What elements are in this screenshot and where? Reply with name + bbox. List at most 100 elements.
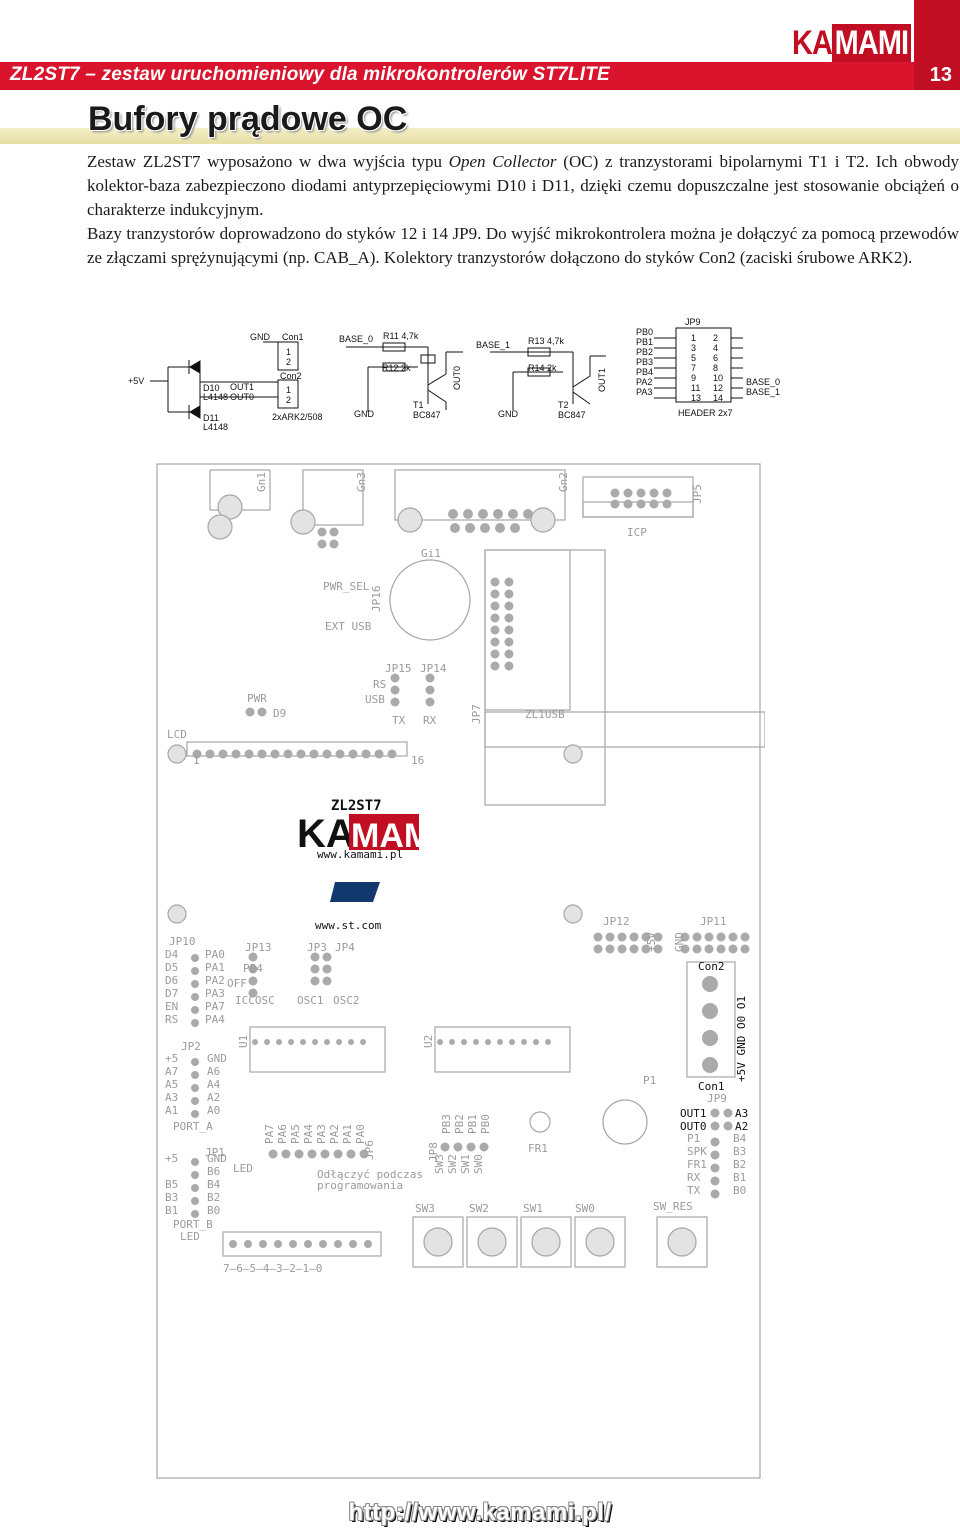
pcb-pin bbox=[274, 1240, 282, 1248]
pcb-jp10-label: D4 bbox=[165, 948, 179, 961]
sch-gnd-label: GND bbox=[250, 332, 271, 342]
pcb-tx: TX bbox=[392, 714, 406, 727]
sch-base1-label: BASE_1 bbox=[476, 340, 510, 350]
pcb-jp8-label: PB1 bbox=[466, 1114, 479, 1134]
pcb-jp8: JP8 bbox=[427, 1142, 440, 1162]
pcb-pin bbox=[533, 1039, 539, 1045]
pcb-pin bbox=[317, 539, 327, 549]
sch-out0-vert: OUT0 bbox=[452, 366, 462, 390]
pcb-pin bbox=[257, 707, 267, 717]
pcb-pin bbox=[740, 932, 750, 942]
pcb-jp8-sw-label: SW0 bbox=[472, 1154, 485, 1174]
pcb-pin bbox=[440, 1142, 450, 1152]
sch-supply-label: +5V bbox=[128, 376, 144, 386]
pcb-pin bbox=[390, 697, 400, 707]
pcb-pin bbox=[283, 749, 293, 759]
sch-out0-label: OUT0 bbox=[230, 392, 254, 402]
pcb-jp8-label: PB3 bbox=[440, 1114, 453, 1134]
section-title: Bufory prądowe OC bbox=[88, 100, 408, 138]
pcb-jp12: JP12 bbox=[603, 915, 630, 928]
pcb-logo-mami: MAMI bbox=[351, 817, 442, 855]
pcb-jp8-label: PB0 bbox=[479, 1114, 492, 1134]
pcb-pin bbox=[510, 523, 520, 533]
oc-buffer-schematic: +5V D10 L4148 D11 L4148 OUT1 OUT0 GND Co… bbox=[128, 317, 780, 432]
pcb-jp1-label: B4 bbox=[207, 1178, 221, 1191]
pcb-pin bbox=[710, 1137, 720, 1147]
pcb-pin bbox=[300, 1039, 306, 1045]
pcb-jp1-label: B2 bbox=[207, 1191, 220, 1204]
pcb-pin bbox=[244, 1240, 252, 1248]
pcb-jp9-label: B0 bbox=[733, 1184, 746, 1197]
pcb-pin bbox=[191, 967, 199, 975]
pcb-jp14: JP14 bbox=[420, 662, 447, 675]
sch-jp9-signal: PA3 bbox=[636, 387, 652, 397]
pcb-pin bbox=[333, 1149, 343, 1159]
pcb-out0: OUT0 bbox=[680, 1120, 707, 1133]
sch-con1-pin1: 1 bbox=[286, 347, 291, 357]
pcb-iccosc: ICCOSC bbox=[235, 994, 275, 1007]
pcb-pin bbox=[360, 1039, 366, 1045]
pcb-pin bbox=[361, 749, 371, 759]
sch-con1-label: Con1 bbox=[282, 332, 304, 342]
pcb-pin bbox=[453, 1142, 463, 1152]
pcb-pin bbox=[593, 932, 603, 942]
st-logo-icon bbox=[330, 882, 380, 902]
page-number: 13 bbox=[929, 64, 952, 86]
pcb-pin bbox=[191, 1084, 199, 1092]
pcb-zl2st7: ZL2ST7 bbox=[331, 798, 382, 814]
pcb-pin bbox=[710, 1189, 720, 1199]
pcb-jp6-label: PA2 bbox=[328, 1124, 341, 1144]
pcb-pin bbox=[191, 1006, 199, 1014]
sch-d10-type: L4148 bbox=[203, 392, 228, 402]
pcb-pin bbox=[692, 932, 702, 942]
sch-jp9-label: JP9 bbox=[685, 317, 701, 327]
pcb-pin bbox=[309, 749, 319, 759]
sch-jp9-signal: PB3 bbox=[636, 357, 653, 367]
sch-jp9-signal: PB0 bbox=[636, 327, 653, 337]
pcb-off: OFF bbox=[227, 977, 247, 990]
pcb-pin bbox=[191, 1019, 199, 1027]
pcb-pin bbox=[728, 932, 738, 942]
footer-url[interactable]: http://www.kamami.pl/ bbox=[348, 1499, 612, 1526]
sch-jp9-pin: 11 bbox=[691, 383, 700, 393]
sch-r11-label: R11 4,7k bbox=[383, 331, 419, 341]
pcb-icp: ICP bbox=[627, 526, 647, 539]
pcb-pin bbox=[348, 749, 358, 759]
header-bar bbox=[0, 62, 960, 90]
pcb-jp11: JP11 bbox=[700, 915, 727, 928]
pcb-jp10-label: PA2 bbox=[205, 974, 225, 987]
pcb-pin bbox=[229, 1240, 237, 1248]
page-number-tab bbox=[914, 0, 960, 90]
pcb-usb: USB bbox=[365, 693, 385, 706]
kamami-logo: KAMAMI bbox=[792, 24, 911, 63]
pcb-jp6-label: PA0 bbox=[354, 1124, 367, 1144]
pcb-jp9-label: SPK bbox=[687, 1145, 707, 1158]
pcb-pin bbox=[641, 932, 651, 942]
pcb-pin bbox=[425, 685, 435, 695]
sch-jp9-base1: BASE_1 bbox=[746, 387, 780, 397]
sch-ark-label: 2xARK2/508 bbox=[272, 412, 323, 422]
pcb-pin bbox=[473, 1039, 479, 1045]
sch-jp9-pin: 12 bbox=[713, 383, 723, 393]
pcb-pin bbox=[710, 1150, 720, 1160]
pcb-pin bbox=[523, 509, 533, 519]
pcb-pin bbox=[710, 1163, 720, 1173]
pcb-jp8-sw-label: SW3 bbox=[433, 1154, 446, 1174]
pcb-jp2-label: A6 bbox=[207, 1065, 220, 1078]
pcb-pin bbox=[704, 944, 714, 954]
pcb-pin bbox=[493, 509, 503, 519]
sch-gnd-t1: GND bbox=[354, 409, 375, 419]
pcb-a2: A2 bbox=[735, 1120, 748, 1133]
sch-t2-label: T2 bbox=[558, 400, 569, 410]
pcb-pin bbox=[268, 1149, 278, 1159]
pcb-pin bbox=[504, 613, 514, 623]
pcb-pin bbox=[593, 944, 603, 954]
pcb-jp9-label: B3 bbox=[733, 1145, 746, 1158]
pcb-jp10: JP10 bbox=[169, 935, 196, 948]
pcb-pin bbox=[545, 1039, 551, 1045]
pcb-pin bbox=[289, 1240, 297, 1248]
pcb-jp15: JP15 bbox=[385, 662, 412, 675]
pcb-pin bbox=[490, 661, 500, 671]
pcb-jp8-sw-label: SW1 bbox=[459, 1154, 472, 1174]
